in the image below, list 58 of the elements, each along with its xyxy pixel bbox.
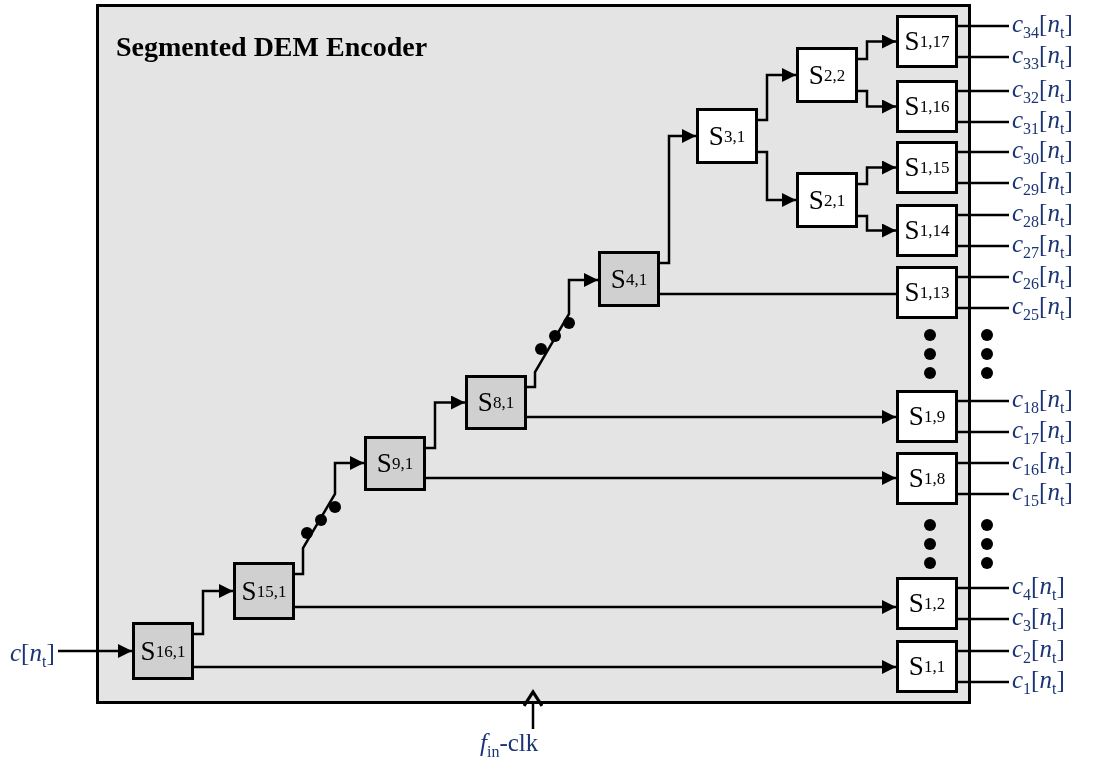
block-title: Segmented DEM Encoder bbox=[116, 31, 428, 63]
arrow bbox=[426, 395, 465, 450]
arrow bbox=[758, 68, 796, 122]
output-signal-label: c$_{3}$[n$_{t}$] bbox=[1012, 604, 1065, 634]
output-signal-label: c$_{1}$[n$_{t}$] bbox=[1012, 667, 1065, 697]
arrow bbox=[858, 160, 896, 186]
output-line bbox=[958, 213, 1009, 217]
output-signal-label: c$_{26}$[n$_{t}$] bbox=[1012, 262, 1073, 292]
input-signal-label: c[n$_{t}$] bbox=[10, 640, 55, 670]
arrow bbox=[295, 600, 896, 614]
clock-input-line bbox=[522, 690, 544, 729]
output-line bbox=[958, 150, 1009, 154]
output-signal-label: c$_{16}$[n$_{t}$] bbox=[1012, 448, 1073, 478]
output-line bbox=[958, 617, 1009, 621]
arrow bbox=[426, 471, 896, 485]
arrow bbox=[660, 129, 696, 265]
arrow bbox=[527, 273, 598, 389]
output-line bbox=[958, 461, 1009, 465]
output-line bbox=[958, 275, 1009, 279]
output-signal-label: c$_{28}$[n$_{t}$] bbox=[1012, 200, 1073, 230]
output-line bbox=[958, 55, 1009, 59]
output-line bbox=[958, 586, 1009, 590]
arrow bbox=[194, 660, 896, 674]
arrow bbox=[858, 34, 896, 61]
encoder-block bbox=[96, 4, 971, 704]
clock-label: f$_{in}$-clk bbox=[480, 730, 539, 760]
output-signal-label: c$_{31}$[n$_{t}$] bbox=[1012, 107, 1073, 137]
output-signal-label: c$_{34}$[n$_{t}$] bbox=[1012, 11, 1073, 41]
arrow bbox=[527, 410, 896, 424]
output-line bbox=[958, 24, 1009, 28]
arrow bbox=[758, 150, 796, 207]
output-line bbox=[958, 430, 1009, 434]
output-signal-label: c$_{27}$[n$_{t}$] bbox=[1012, 231, 1073, 261]
output-line bbox=[958, 492, 1009, 496]
output-signal-label: c$_{2}$[n$_{t}$] bbox=[1012, 636, 1065, 666]
output-signal-label: c$_{4}$[n$_{t}$] bbox=[1012, 573, 1065, 603]
arrow bbox=[858, 89, 896, 114]
output-signal-label: c$_{18}$[n$_{t}$] bbox=[1012, 386, 1073, 416]
output-signal-label: c$_{17}$[n$_{t}$] bbox=[1012, 417, 1073, 447]
output-line bbox=[958, 244, 1009, 248]
output-signal-label: c$_{29}$[n$_{t}$] bbox=[1012, 168, 1073, 198]
arrow bbox=[295, 456, 364, 576]
connector-line bbox=[660, 292, 896, 296]
output-line bbox=[958, 181, 1009, 185]
output-signal-label: c$_{33}$[n$_{t}$] bbox=[1012, 42, 1073, 72]
arrow bbox=[194, 584, 233, 636]
output-signal-label: c$_{15}$[n$_{t}$] bbox=[1012, 479, 1073, 509]
arrow bbox=[58, 644, 132, 658]
arrow bbox=[858, 214, 896, 238]
output-line bbox=[958, 89, 1009, 93]
output-line bbox=[958, 680, 1009, 684]
output-signal-label: c$_{25}$[n$_{t}$] bbox=[1012, 293, 1073, 323]
output-signal-label: c$_{30}$[n$_{t}$] bbox=[1012, 137, 1073, 167]
output-signal-label: c$_{32}$[n$_{t}$] bbox=[1012, 76, 1073, 106]
output-line bbox=[958, 120, 1009, 124]
output-line bbox=[958, 649, 1009, 653]
output-line bbox=[958, 306, 1009, 310]
output-line bbox=[958, 399, 1009, 403]
